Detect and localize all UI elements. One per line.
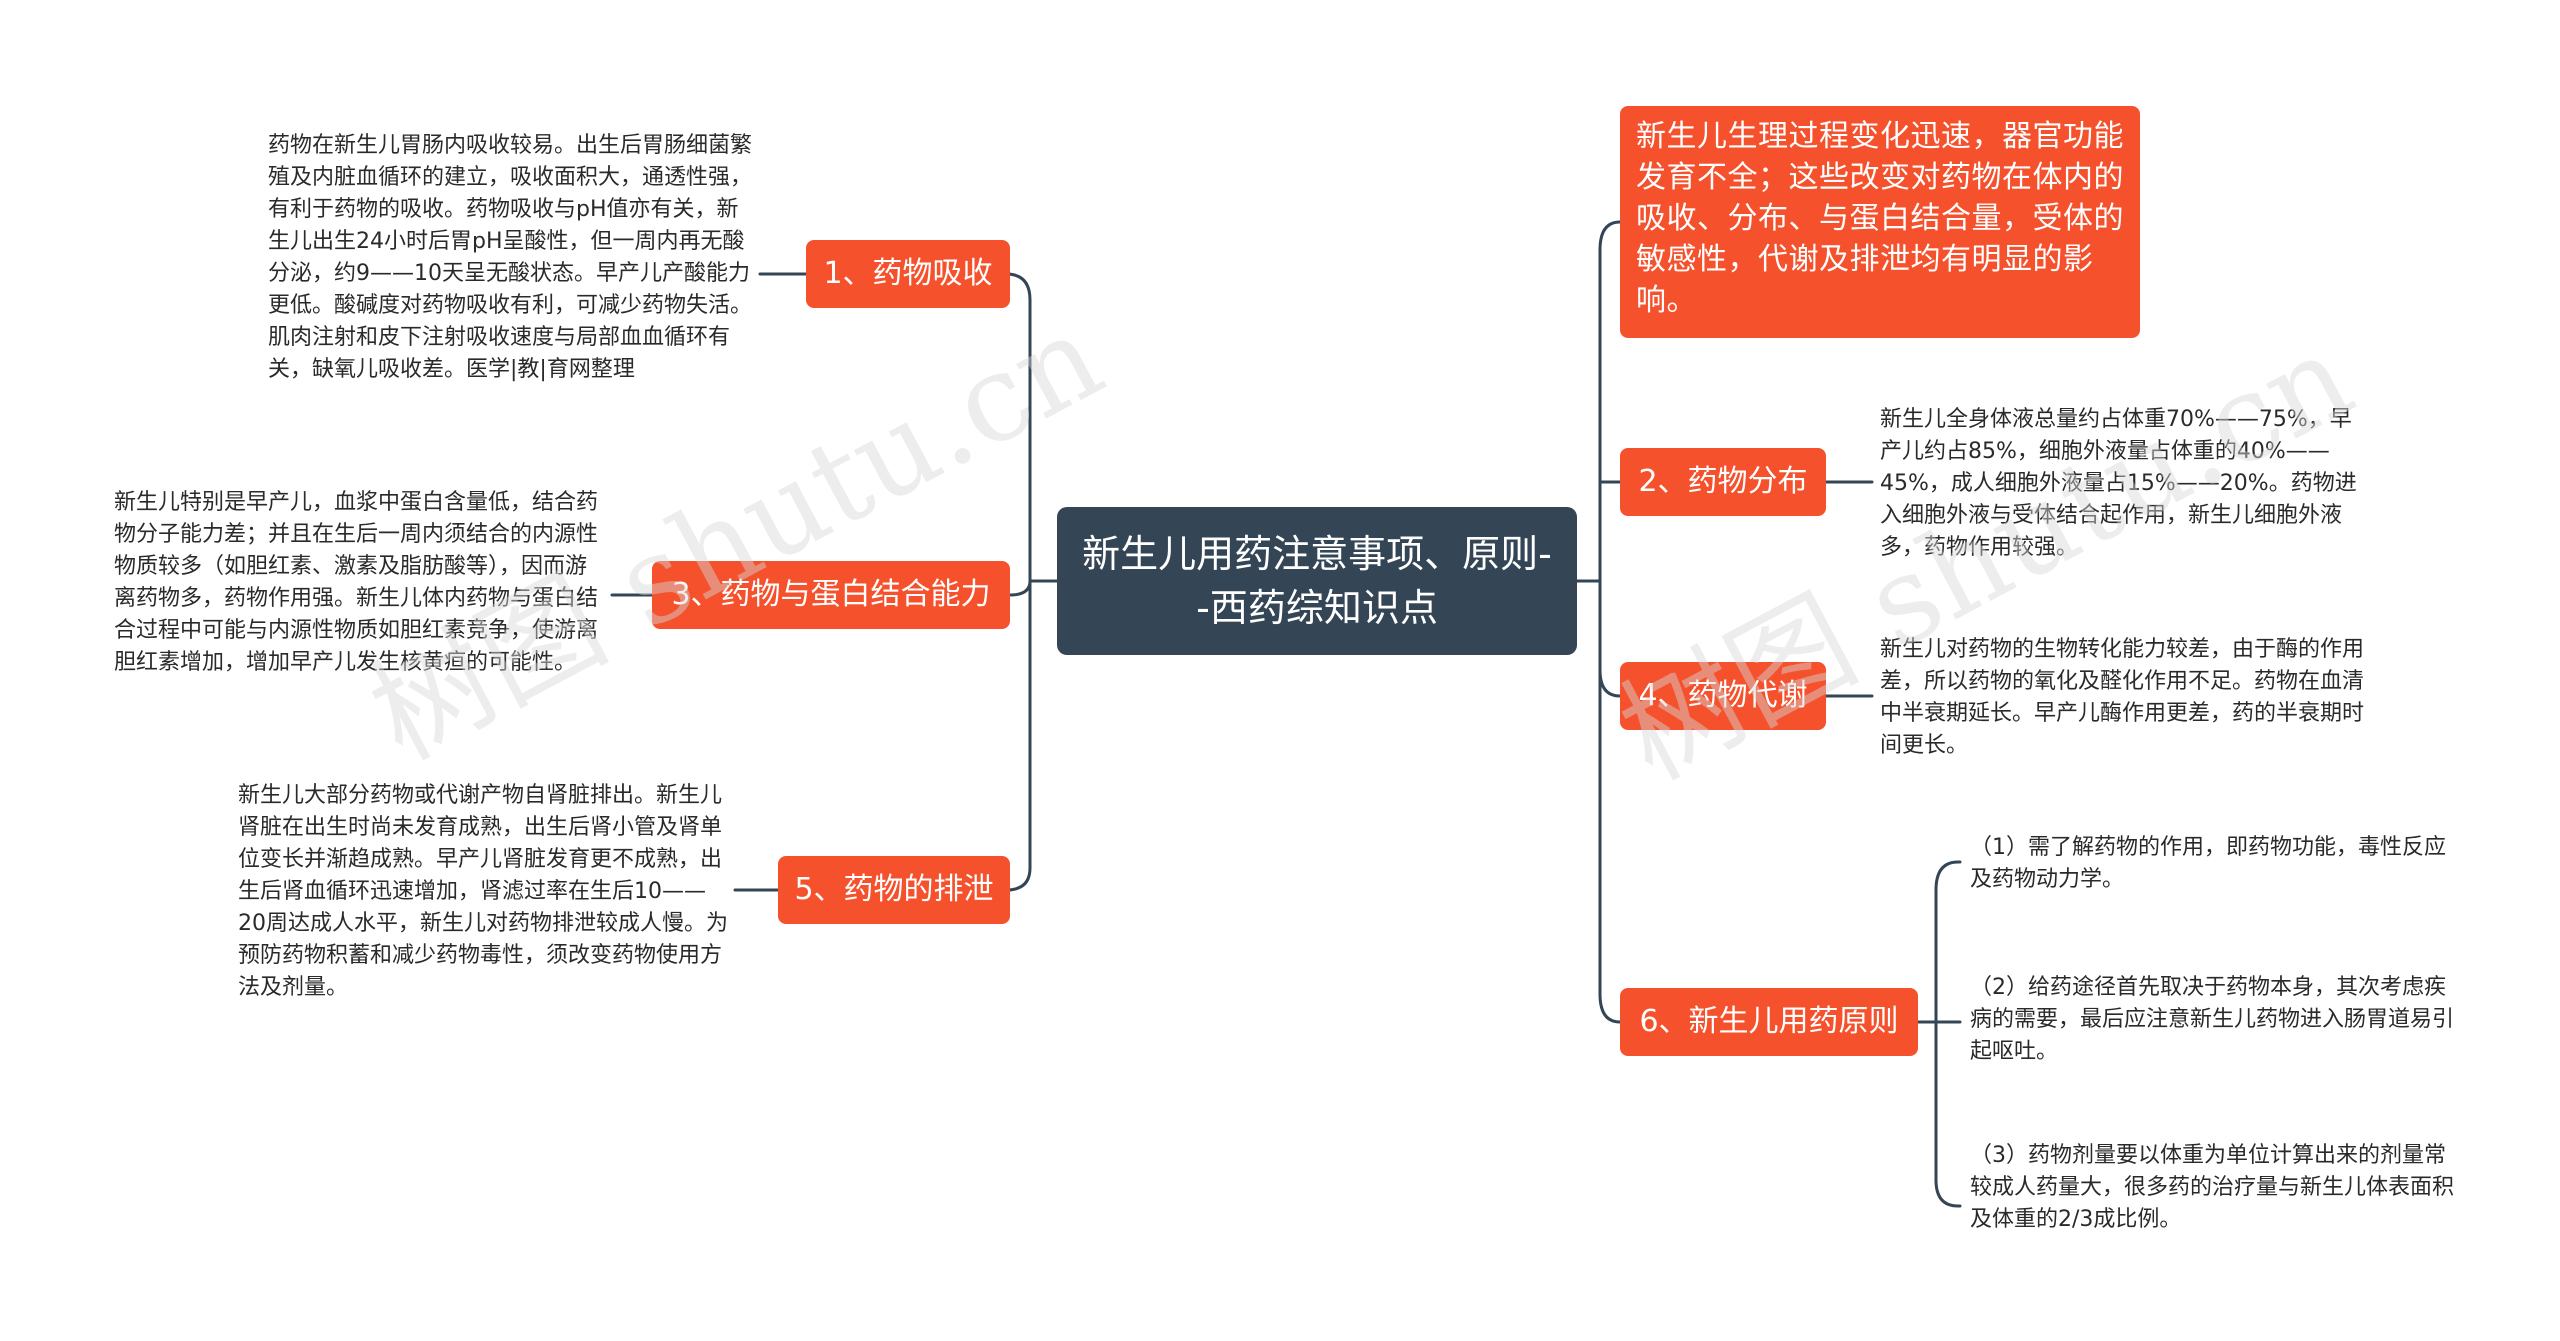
branch-principles[interactable]: 6、新生儿用药原则 — [1620, 988, 1918, 1056]
leaf-excretion: 新生儿大部分药物或代谢产物自肾脏排出。新生儿肾脏在出生时尚未发育成熟，出生后肾小… — [238, 780, 732, 1004]
central-topic[interactable]: 新生儿用药注意事项、原则--西药综知识点 — [1057, 507, 1577, 655]
top-right-note[interactable]: 新生儿生理过程变化迅速，器官功能发育不全；这些改变对药物在体内的吸收、分布、与蛋… — [1620, 106, 2140, 338]
central-topic-text: 新生儿用药注意事项、原则--西药综知识点 — [1082, 532, 1552, 630]
leaf-protein-binding: 新生儿特别是早产儿，血浆中蛋白含量低，结合药物分子能力差；并且在生后一周内须结合… — [114, 487, 608, 679]
leaf-absorption-text: 药物在新生儿胃肠内吸收较易。出生后胃肠细菌繁殖及内脏血循环的建立，吸收面积大，通… — [268, 133, 753, 382]
branch-metabolism-label: 4、药物代谢 — [1638, 678, 1808, 713]
principle-item-1: （1）需了解药物的作用，即药物功能，毒性反应及药物动力学。 — [1970, 832, 2460, 896]
branch-absorption-label: 1、药物吸收 — [823, 256, 993, 291]
principle-item-2-text: （2）给药途径首先取决于药物本身，其次考虑疾病的需要，最后应注意新生儿药物进入肠… — [1970, 975, 2455, 1064]
leaf-excretion-text: 新生儿大部分药物或代谢产物自肾脏排出。新生儿肾脏在出生时尚未发育成熟，出生后肾小… — [238, 783, 728, 1000]
branch-absorption[interactable]: 1、药物吸收 — [806, 240, 1010, 308]
branch-distribution-label: 2、药物分布 — [1638, 464, 1808, 499]
principle-item-2: （2）给药途径首先取决于药物本身，其次考虑疾病的需要，最后应注意新生儿药物进入肠… — [1970, 972, 2460, 1068]
connector-to-note — [1598, 220, 1622, 252]
connector-to-metabolism — [1598, 668, 1622, 698]
top-right-note-text: 新生儿生理过程变化迅速，器官功能发育不全；这些改变对药物在体内的吸收、分布、与蛋… — [1636, 119, 2124, 318]
leaf-metabolism: 新生儿对药物的生物转化能力较差，由于酶的作用差，所以药物的氧化及醛化作用不足。药… — [1880, 634, 2370, 762]
connector-principle-1 — [1934, 860, 1962, 892]
connector-to-principles — [1598, 992, 1622, 1024]
principle-item-1-text: （1）需了解药物的作用，即药物功能，毒性反应及药物动力学。 — [1970, 835, 2446, 892]
leaf-distribution-text: 新生儿全身体液总量约占体重70%——75%，早产儿约占85%，细胞外液量占体重的… — [1880, 407, 2357, 560]
leaf-absorption: 药物在新生儿胃肠内吸收较易。出生后胃肠细菌繁殖及内脏血循环的建立，吸收面积大，通… — [268, 130, 760, 386]
branch-metabolism[interactable]: 4、药物代谢 — [1620, 662, 1826, 730]
principle-item-3: （3）药物剂量要以体重为单位计算出来的剂量常较成人药量大，很多药的治疗量与新生儿… — [1970, 1140, 2460, 1236]
leaf-metabolism-text: 新生儿对药物的生物转化能力较差，由于酶的作用差，所以药物的氧化及醛化作用不足。药… — [1880, 637, 2365, 758]
branch-principles-label: 6、新生儿用药原则 — [1639, 1004, 1899, 1039]
principle-item-3-text: （3）药物剂量要以体重为单位计算出来的剂量常较成人药量大，很多药的治疗量与新生儿… — [1970, 1143, 2455, 1232]
branch-excretion-label: 5、药物的排泄 — [794, 872, 994, 907]
leaf-distribution: 新生儿全身体液总量约占体重70%——75%，早产儿约占85%，细胞外液量占体重的… — [1880, 404, 2360, 564]
branch-protein-binding[interactable]: 3、药物与蛋白结合能力 — [652, 561, 1010, 629]
branch-protein-binding-label: 3、药物与蛋白结合能力 — [671, 577, 991, 612]
leaf-protein-binding-text: 新生儿特别是早产儿，血浆中蛋白含量低，结合药物分子能力差；并且在生后一周内须结合… — [114, 490, 599, 675]
connector-to-protein — [1008, 579, 1032, 597]
branch-distribution[interactable]: 2、药物分布 — [1620, 448, 1826, 516]
branch-excretion[interactable]: 5、药物的排泄 — [778, 856, 1010, 924]
connector-principle-3 — [1934, 1178, 1962, 1208]
